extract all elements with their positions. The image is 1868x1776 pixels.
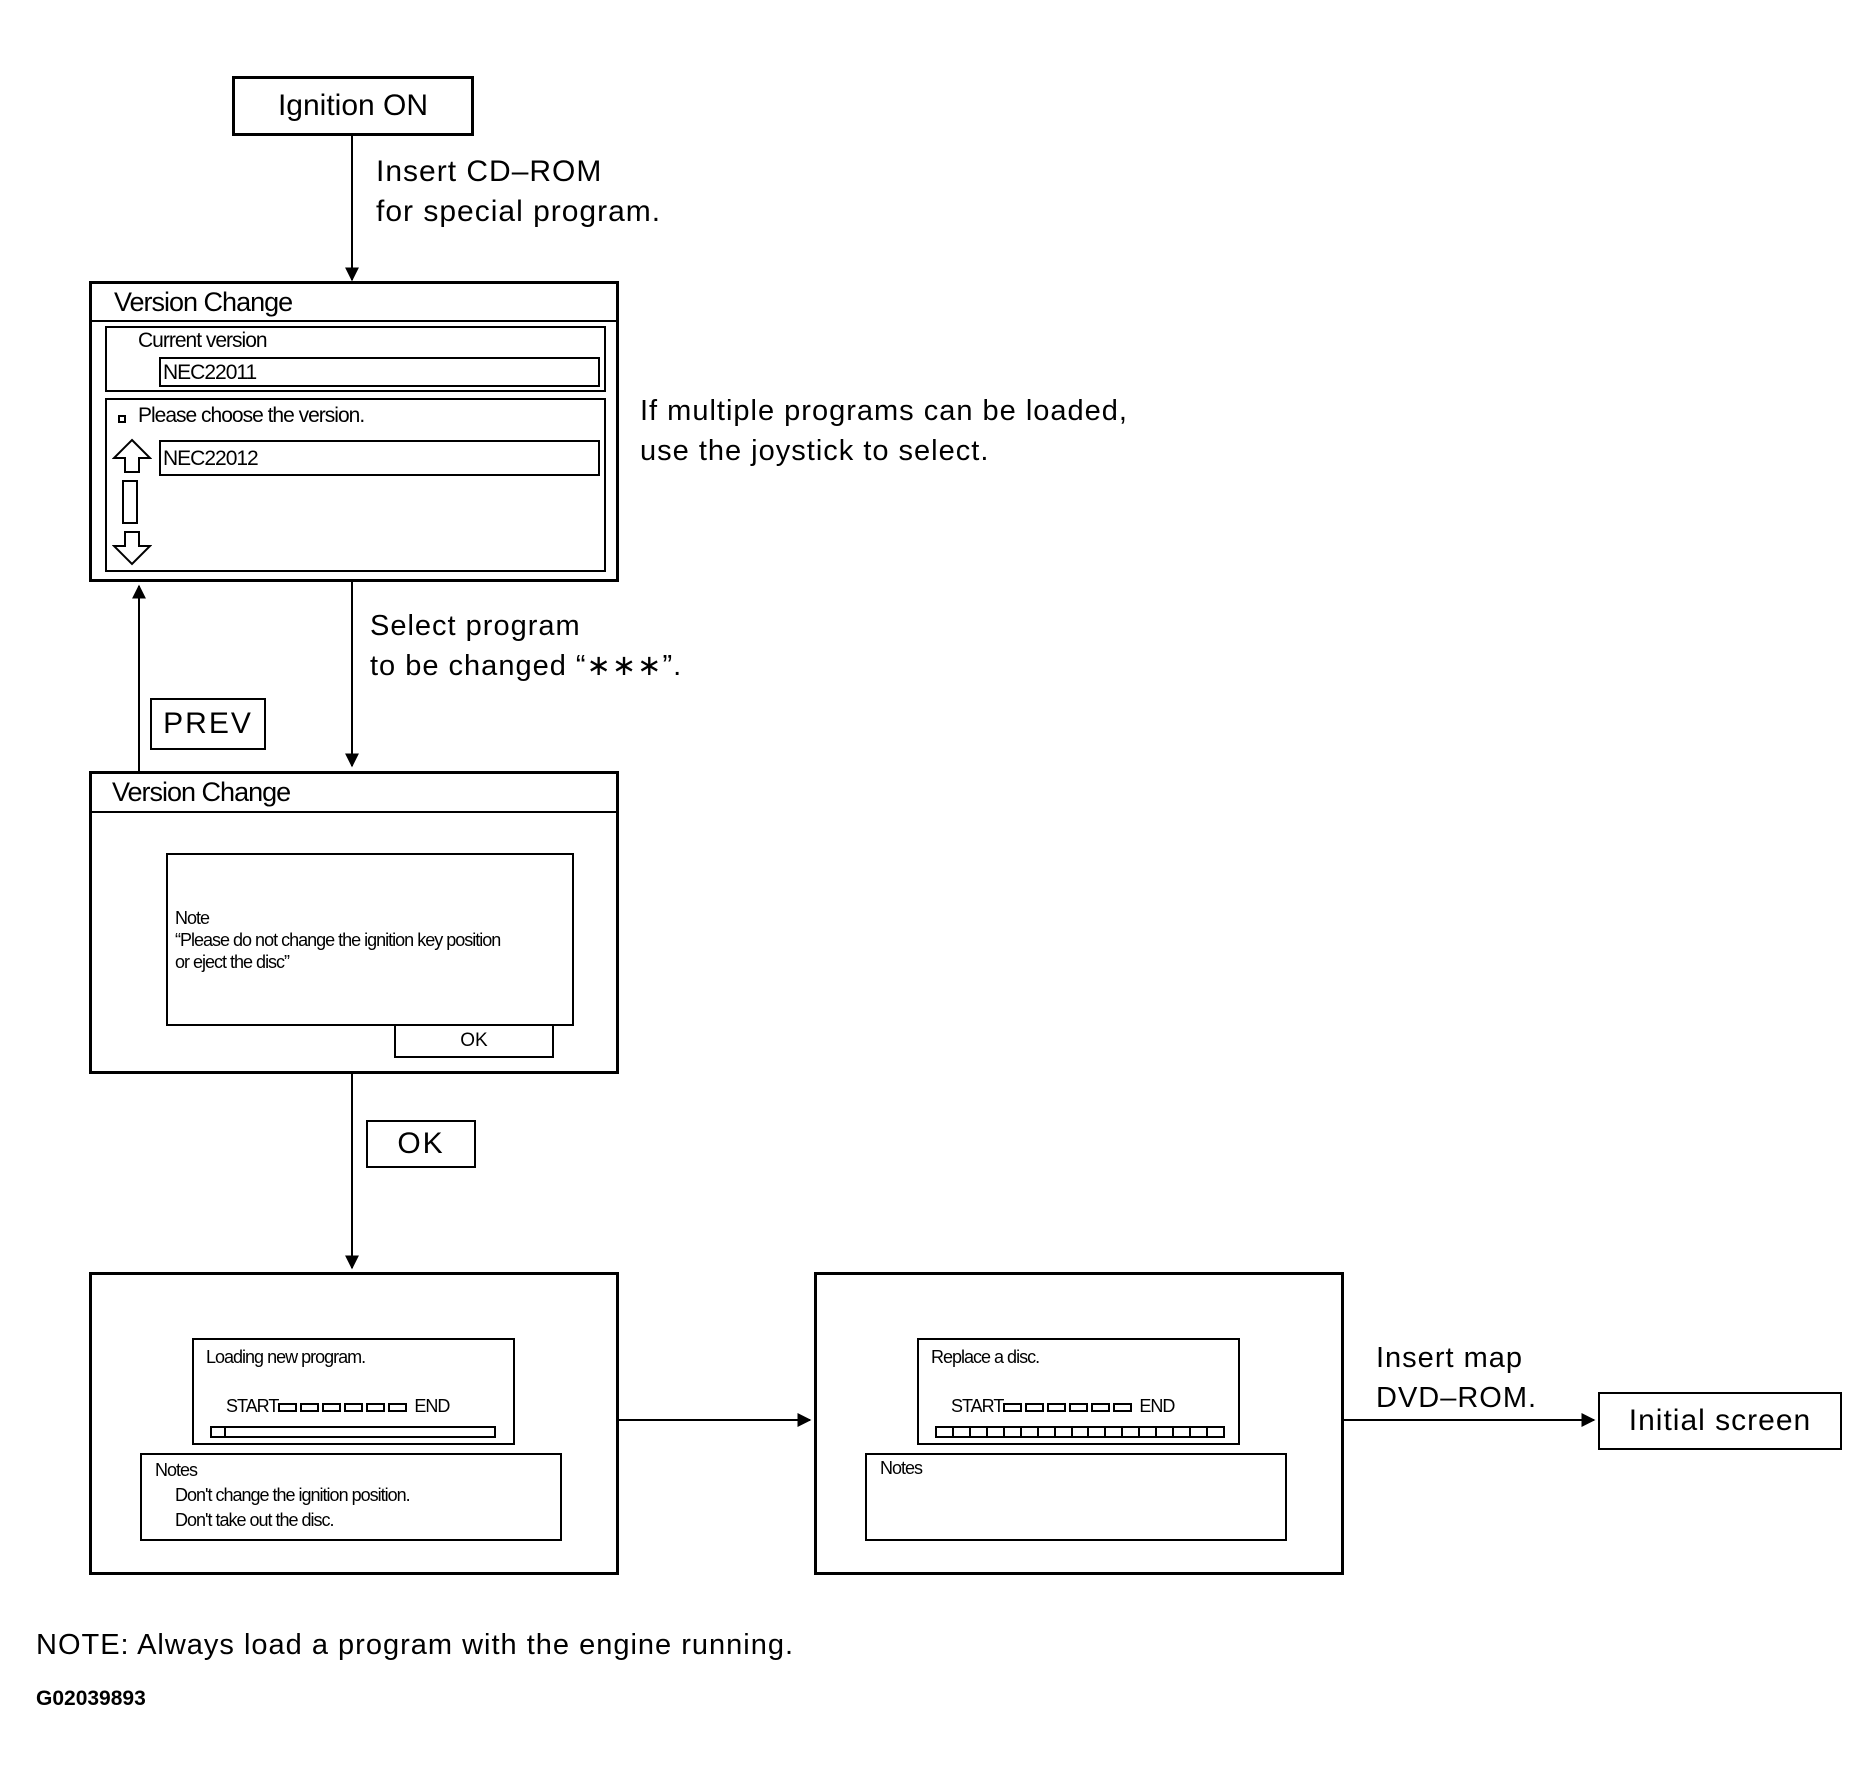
note-line3: or eject the disc”: [175, 952, 290, 972]
progress-segment: [1106, 1428, 1124, 1436]
scroll-up-arrow-icon[interactable]: [112, 438, 152, 474]
progress-segment: [1056, 1428, 1073, 1436]
progress-segment: [937, 1428, 954, 1436]
loading-notes-title: Notes: [155, 1460, 198, 1480]
current-version-panel: Current version NEC22011: [105, 326, 606, 392]
version-option-field[interactable]: NEC22012: [159, 440, 600, 476]
dialog-ok-button[interactable]: OK: [394, 1024, 554, 1058]
screen1-title: Version Change: [114, 287, 293, 317]
current-version-value: NEC22011: [163, 361, 257, 384]
progress-segment: [1039, 1428, 1056, 1436]
loading-progress-fill: [212, 1428, 227, 1436]
multiple-programs-note: If multiple programs can be loaded, use …: [640, 391, 1128, 471]
progress-segment: [1089, 1428, 1107, 1436]
loading-notes: Notes Don't change the ignition position…: [155, 1458, 411, 1533]
multiple-programs-line2: use the joystick to select.: [640, 435, 990, 467]
note-line1: Note: [175, 908, 210, 928]
title-divider: [92, 811, 616, 813]
scroll-down-arrow-icon[interactable]: [112, 530, 152, 566]
choose-version-label: Please choose the version.: [138, 404, 365, 427]
progress-segment: [1123, 1428, 1141, 1436]
version-option-value: NEC22012: [163, 447, 259, 470]
dialog-ok-label: OK: [460, 1030, 488, 1051]
progress-segment: [1005, 1428, 1022, 1436]
scrollbar-thumb[interactable]: [122, 480, 138, 524]
replace-notes-title: Notes: [880, 1458, 923, 1478]
step3-line2: DVD–ROM.: [1376, 1382, 1538, 1414]
step2-line2: to be changed “∗∗∗”.: [370, 650, 683, 682]
current-version-label: Current version: [138, 329, 268, 352]
version-change-screen-1: Version Change Current version NEC22011 …: [89, 281, 619, 582]
footer-note: NOTE: Always load a program with the eng…: [36, 1629, 795, 1661]
progress-segment: [1208, 1428, 1223, 1436]
loading-notes-line2: Don't take out the disc.: [175, 1510, 335, 1530]
progress-segment: [1174, 1428, 1192, 1436]
progress-segment: [971, 1428, 988, 1436]
progress-segment: [954, 1428, 971, 1436]
ok-button-label: OK: [397, 1127, 445, 1160]
bullet-icon: [118, 415, 126, 423]
prev-button-label: PREV: [163, 707, 253, 740]
prev-button[interactable]: PREV: [150, 698, 266, 750]
version-change-screen-2: Version Change Note “Please do not chang…: [89, 771, 619, 1074]
progress-segment: [988, 1428, 1005, 1436]
progress-segment: [1073, 1428, 1090, 1436]
loading-progress-bar: [210, 1426, 496, 1438]
step3-line1: Insert map: [1376, 1342, 1523, 1374]
step2-caption: Select program to be changed “∗∗∗”.: [370, 606, 682, 686]
initial-screen-box: Initial screen: [1598, 1392, 1842, 1450]
note-dialog: Note “Please do not change the ignition …: [166, 853, 574, 1026]
ignition-on-box: Ignition ON: [232, 76, 474, 136]
replace-disc-screen: Replace a disc. START END Notes: [814, 1272, 1344, 1575]
figure-code: G02039893: [36, 1687, 146, 1710]
loading-screen: Loading new program. START END Notes Don…: [89, 1272, 619, 1575]
replace-disc-message: Replace a disc.: [931, 1347, 1040, 1367]
ignition-on-label: Ignition ON: [277, 89, 429, 122]
current-version-field: NEC22011: [159, 357, 600, 387]
title-divider: [92, 320, 616, 322]
note-line2: “Please do not change the ignition key p…: [175, 930, 501, 950]
loading-end-label: END: [414, 1396, 450, 1416]
initial-screen-label: Initial screen: [1628, 1404, 1812, 1437]
progress-segment: [1157, 1428, 1175, 1436]
version-choice-panel: Please choose the version. NEC22012: [105, 398, 606, 572]
ok-button[interactable]: OK: [366, 1120, 476, 1168]
step3-caption: Insert map DVD–ROM.: [1376, 1338, 1537, 1418]
replace-progress-bar: [935, 1426, 1225, 1438]
loading-start-label: START: [226, 1396, 279, 1416]
loading-dialog: Loading new program. START END: [192, 1338, 515, 1445]
replace-disc-dialog: Replace a disc. START END: [917, 1338, 1240, 1445]
replace-end-label: END: [1139, 1396, 1175, 1416]
loading-message: Loading new program.: [206, 1347, 366, 1367]
multiple-programs-line1: If multiple programs can be loaded,: [640, 395, 1128, 427]
loading-notes-panel: Notes Don't change the ignition position…: [140, 1453, 562, 1541]
step1-caption: Insert CD–ROM for special program.: [376, 152, 661, 232]
note-text: Note “Please do not change the ignition …: [175, 907, 501, 973]
progress-segment: [1191, 1428, 1208, 1436]
loading-scale: START END: [226, 1396, 450, 1417]
step2-line1: Select program: [370, 610, 581, 642]
replace-disc-scale: START END: [951, 1396, 1175, 1417]
progress-segment: [1140, 1428, 1158, 1436]
replace-start-label: START: [951, 1396, 1004, 1416]
progress-segment: [1022, 1428, 1039, 1436]
step1-line1: Insert CD–ROM: [376, 155, 603, 188]
replace-notes-panel: Notes: [865, 1453, 1287, 1541]
step1-line2: for special program.: [376, 195, 662, 228]
screen2-title: Version Change: [112, 777, 291, 807]
loading-notes-line1: Don't change the ignition position.: [175, 1485, 411, 1505]
